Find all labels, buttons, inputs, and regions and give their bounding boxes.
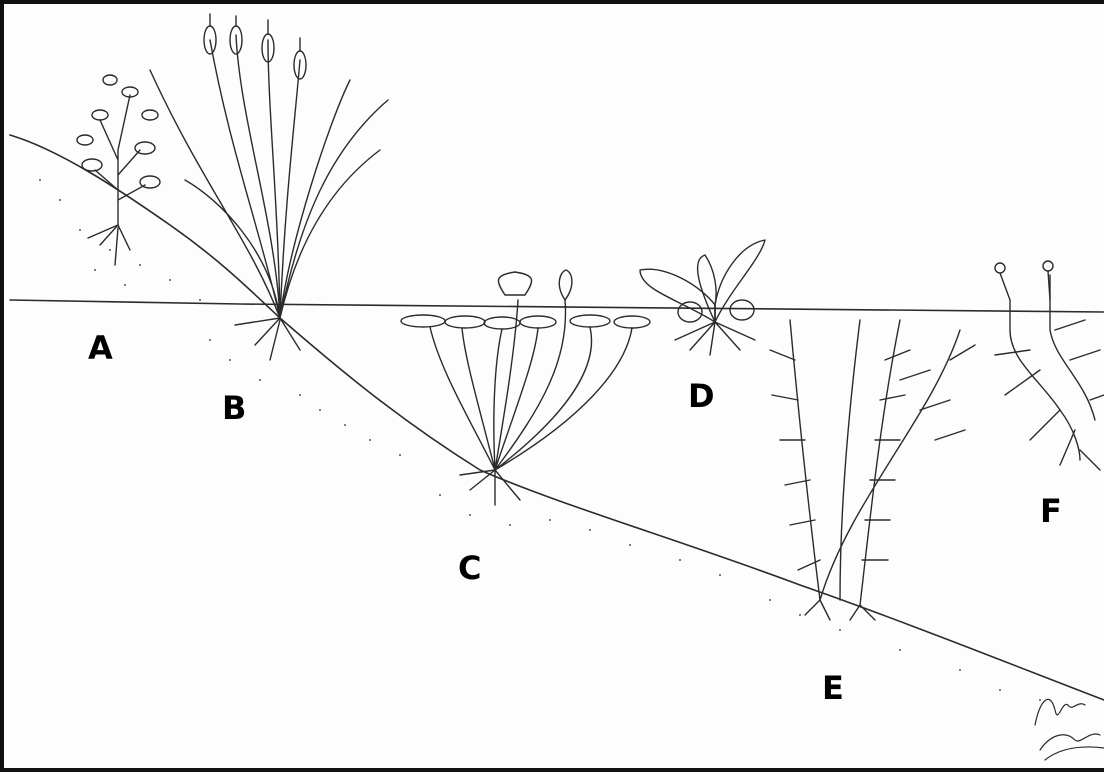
label-b: B <box>222 392 246 424</box>
label-f: F <box>1040 495 1062 527</box>
shore-slope-line <box>10 135 1104 700</box>
plant-f-branching-plant <box>995 261 1104 470</box>
plant-d-floating-plant <box>640 240 765 355</box>
artist-signature <box>1035 699 1104 760</box>
plant-a-shrub <box>77 75 160 265</box>
label-a: A <box>88 332 113 364</box>
label-e: E <box>822 672 844 704</box>
water-surface-line <box>10 300 1104 312</box>
label-d: D <box>688 380 715 412</box>
plant-e-submerged-plant <box>770 320 975 620</box>
label-c: C <box>458 552 481 584</box>
